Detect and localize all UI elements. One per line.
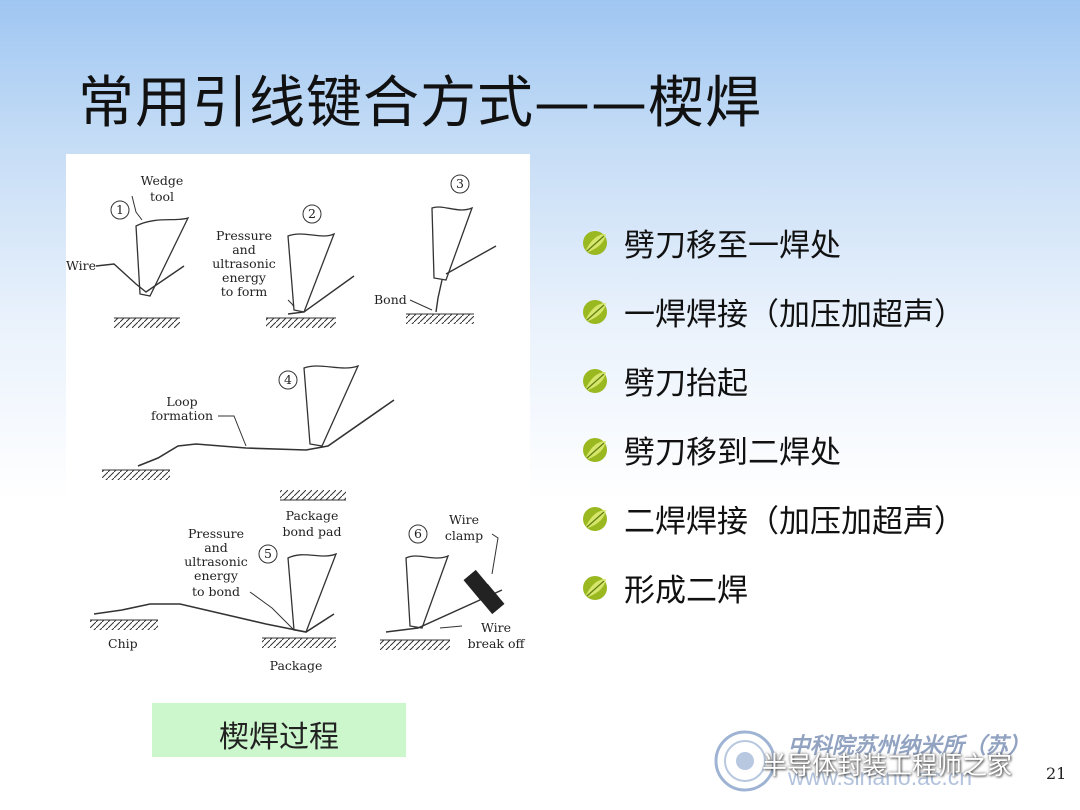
watermark-institute: 中科院苏州纳米所（苏） [788,734,1031,759]
step-2-number: 2 [308,206,316,221]
step-1-number: 1 [116,202,124,217]
bullet-text: 形成二焊 [624,573,748,609]
chip-surface [90,620,158,630]
substrate-3 [406,314,474,324]
step-6-group: 6 Wire clamp Wire break off [380,512,526,651]
label-pressure-a1: Pressure [216,228,272,243]
label-pressure-b1: Pressure [188,526,244,541]
leaf-bullet-icon [583,437,607,462]
leaf-bullet-icon [583,575,607,600]
bullet-list: 劈刀移至一焊处 一焊焊接（加压加超声） 劈刀抬起 劈刀移到二焊处 二焊焊接（加压… [580,208,1060,622]
wedge-tool-1 [135,216,190,297]
wire-5 [93,603,335,633]
wire-loop-4 [137,399,395,467]
label-wedge: Wedge [141,173,184,188]
leaf-bullet-icon [583,368,607,393]
label-package-pad-2: bond pad [282,524,341,539]
step-5-number: 5 [264,546,272,561]
bullet-text: 劈刀抬起 [624,366,748,402]
watermark: 中科院苏州纳米所（苏） www.sinano.ac.cn 半导体封装工程师之家 [712,724,1072,804]
label-tool: tool [150,189,174,204]
slide-title: 常用引线键合方式——楔焊 [78,71,762,136]
label-wire-break-1: Wire [481,620,511,635]
label-wire-break-2: break off [468,636,526,651]
substrate-2 [266,318,336,328]
label-pressure-b3: ultrasonic [184,554,248,569]
step-6-number: 6 [414,526,422,541]
label-package-pad-1: Package [286,508,339,523]
label-chip: Chip [108,636,138,651]
step-1-group: 1 Wedge tool Wire [66,173,190,328]
step-6-circle [408,524,428,544]
leaf-bullet-icon [583,299,607,324]
wedge-bonding-diagram-svg: 1 Wedge tool Wire 2 Pressure and ultraso… [66,173,526,673]
label-pressure-b2: and [204,540,228,555]
figure-caption: 楔焊过程 [219,720,339,755]
wire-clamp-jaw-2 [475,583,505,615]
figure-caption-box: 楔焊过程 [152,703,406,757]
step-3-number: 3 [456,176,464,191]
step-5-group: Package bond pad 5 Pressure and ultrason… [90,490,346,673]
bullet-text: 劈刀移至一焊处 [624,228,841,264]
label-bond: Bond [374,292,407,307]
bullet-text: 劈刀移到二焊处 [624,435,841,471]
package-pad-top [280,490,346,500]
bullet-item: 劈刀移至一焊处 [580,208,1060,277]
watermark-account: 半导体封装工程师之家 [762,751,1013,780]
substrate-4 [102,470,170,480]
institute-logo-icon [714,730,776,792]
bullet-item: 形成二焊 [580,553,1060,622]
label-pressure-a4: energy [222,270,267,285]
package-surface [262,638,336,648]
bullet-text: 一焊焊接（加压加超声） [624,297,965,333]
step-1-circle [110,200,130,220]
label-package: Package [270,658,323,673]
bullet-item: 劈刀抬起 [580,346,1060,415]
bullet-item: 劈刀移到二焊处 [580,415,1060,484]
step-3-circle [450,174,470,194]
label-formation: formation [151,408,213,423]
step-4-circle [278,370,298,390]
wedge-tool-4 [303,364,360,447]
step-2-group: 2 Pressure and ultrasonic energy to form [212,204,355,328]
label-pressure-a5: to form [221,284,268,299]
substrate-6 [380,640,450,650]
label-pressure-a2: and [232,242,256,257]
wedge-tool-6 [405,554,450,629]
step-4-number: 4 [284,372,292,387]
substrate-1 [114,318,180,328]
label-wire-1: Wire [66,258,96,273]
label-pressure-b4: energy [194,568,239,583]
wedge-tool-3 [431,206,474,281]
wedge-tool-2 [287,232,336,313]
label-wire-clamp-1: Wire [449,512,479,527]
step-3-group: 3 Bond [374,174,497,324]
label-pressure-a3: ultrasonic [212,256,276,271]
leaf-bullet-icon [583,506,607,531]
bullet-text: 二焊焊接（加压加超声） [624,504,965,540]
label-wire-clamp-2: clamp [445,528,483,543]
wedge-tool-5 [287,552,338,633]
page-number: 21 [1046,764,1067,783]
bullet-item: 二焊焊接（加压加超声） [580,484,1060,553]
step-2-circle [302,204,322,224]
leaf-bullet-icon [583,230,607,255]
step-4-group: 4 Loop formation [102,364,395,480]
label-loop: Loop [166,394,197,409]
watermark-url: www.sinano.ac.cn [788,764,973,790]
bullet-item: 一焊焊接（加压加超声） [580,277,1060,346]
wedge-bonding-diagram: 1 Wedge tool Wire 2 Pressure and ultraso… [66,154,530,674]
label-pressure-b5: to bond [192,584,240,599]
step-5-circle [258,544,278,564]
